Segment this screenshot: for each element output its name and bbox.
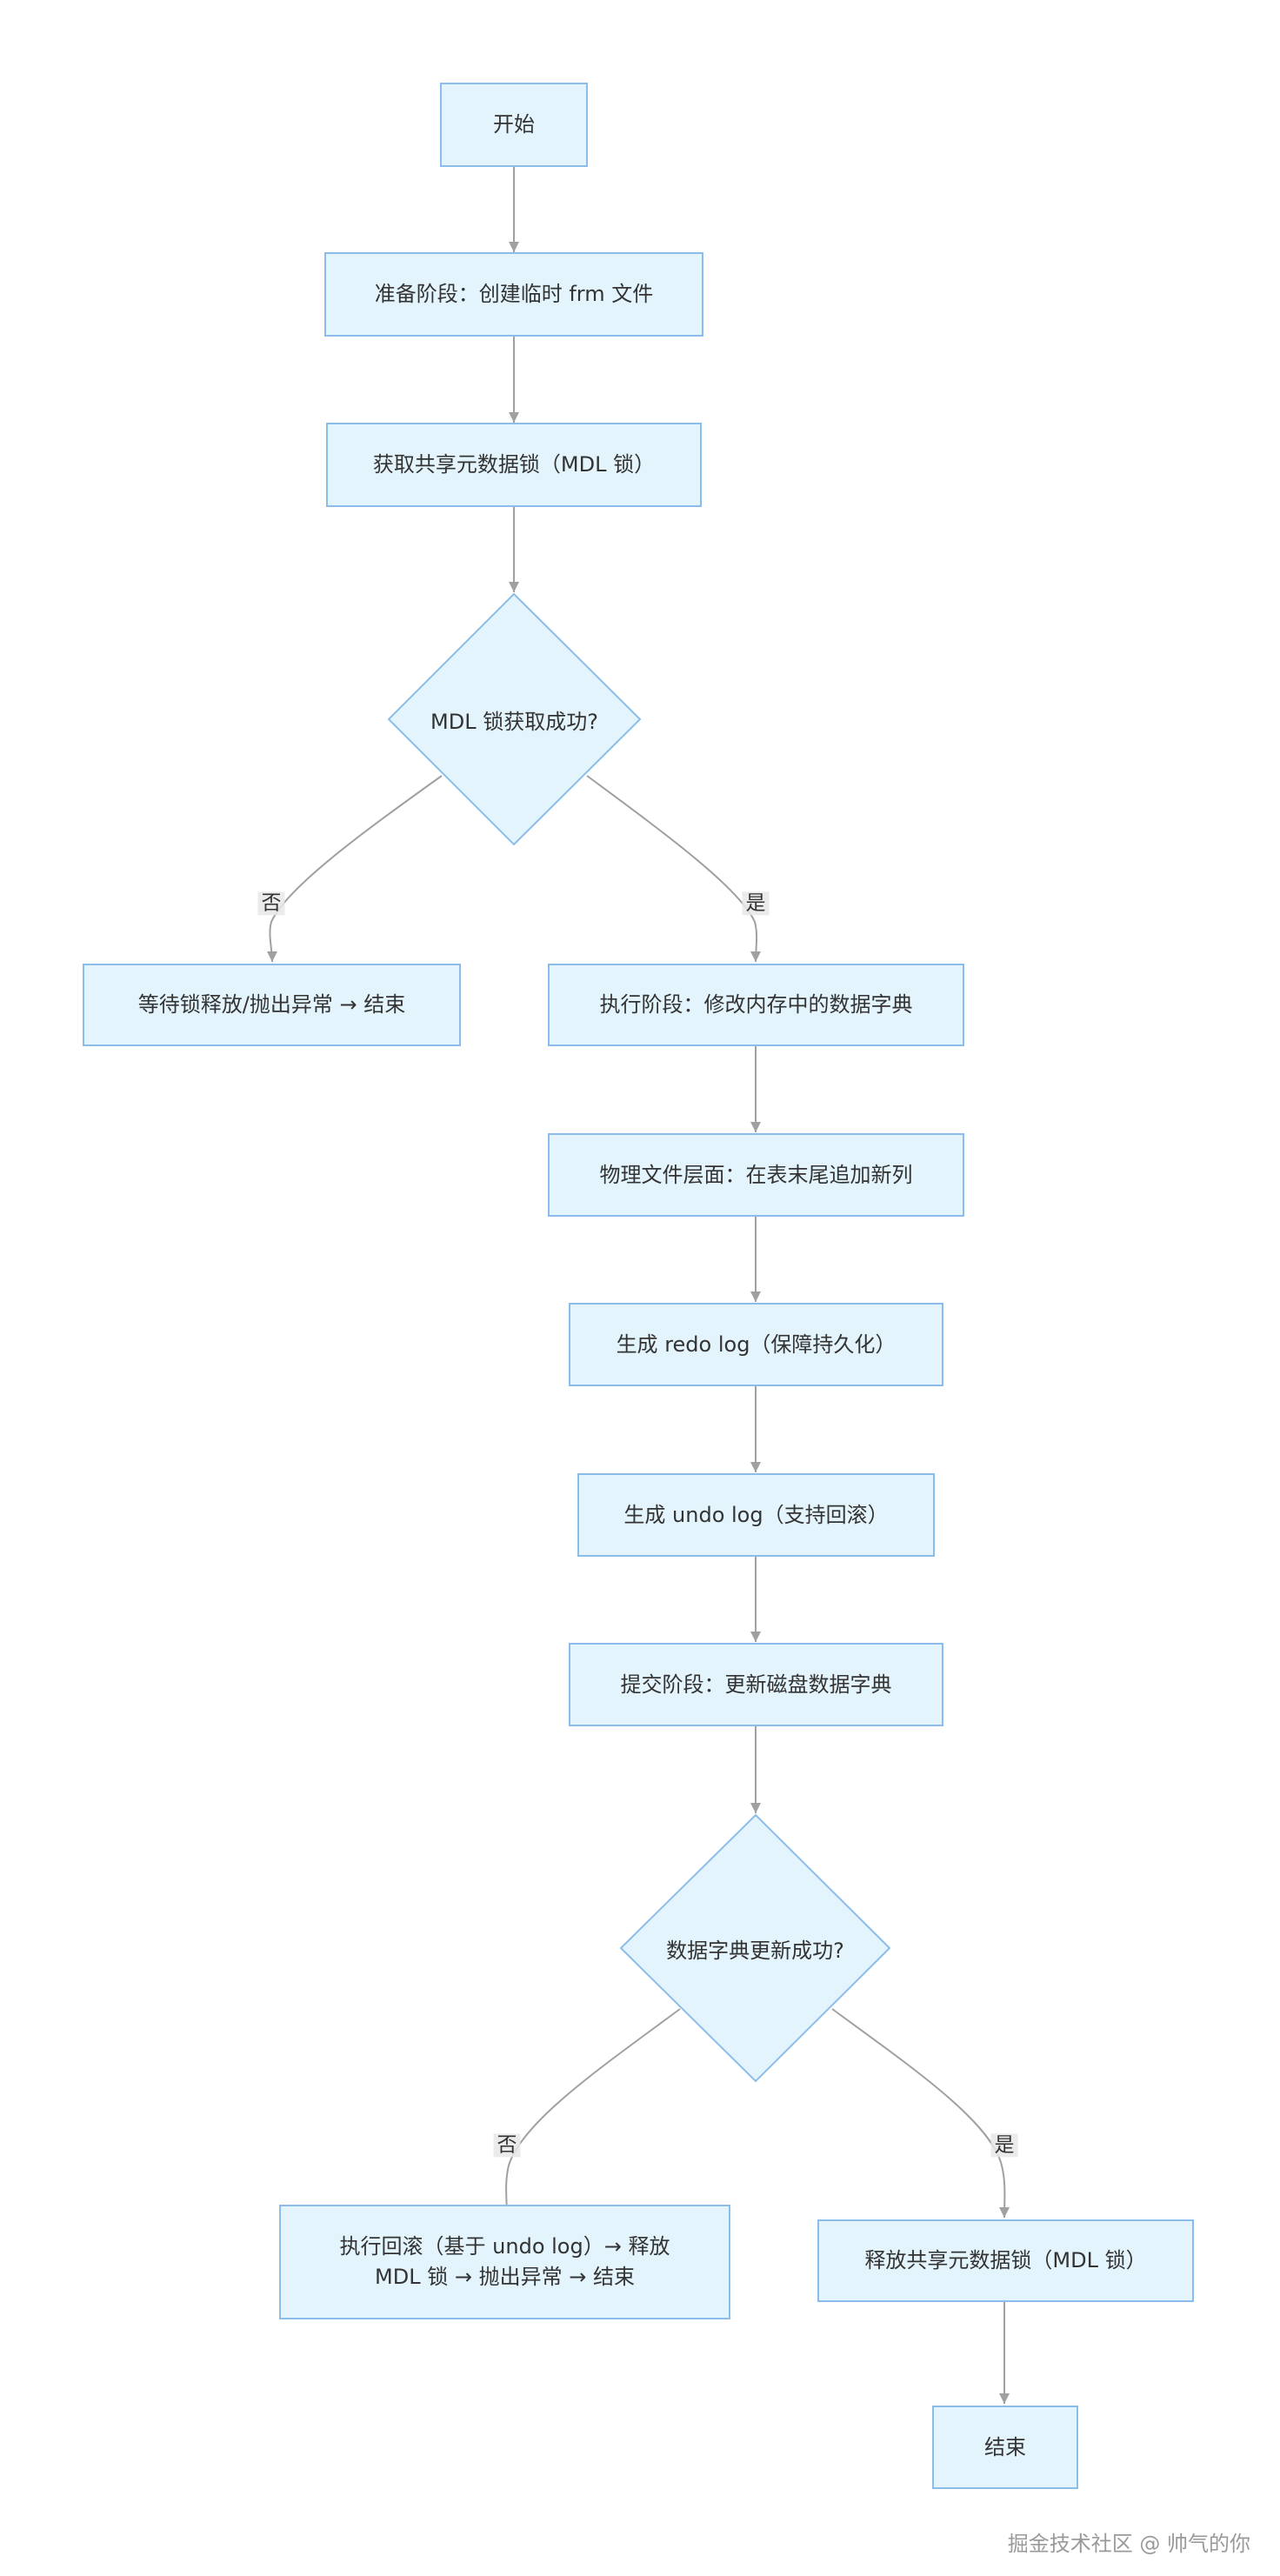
commit-node: 提交阶段：更新磁盘数据字典 <box>569 1643 943 1726</box>
undo-log-node: 生成 undo log（支持回滚） <box>577 1473 935 1557</box>
start-node: 开始 <box>440 83 588 167</box>
mdl-decision-label: MDL 锁获取成功? <box>430 709 598 734</box>
prepare-node: 准备阶段：创建临时 frm 文件 <box>324 252 703 337</box>
release-mdl-node: 释放共享元数据锁（MDL 锁） <box>817 2219 1194 2302</box>
physical-node: 物理文件层面：在表末尾追加新列 <box>548 1133 964 1217</box>
edge-mdl-no <box>266 775 443 963</box>
acquire-mdl-node: 获取共享元数据锁（MDL 锁） <box>326 423 702 507</box>
watermark: 掘金技术社区 @ 帅气的你 <box>1007 2532 1250 2556</box>
execute-node: 执行阶段：修改内存中的数据字典 <box>548 964 964 1046</box>
mdl-decision-diamond <box>387 592 642 846</box>
edge-label-mdl-no: 否 <box>257 891 285 916</box>
dict-decision-diamond <box>619 1813 891 2083</box>
edge-label-mdl-yes: 是 <box>742 891 770 916</box>
edge-dict-no <box>501 2008 681 2219</box>
edge-label-dict-no: 否 <box>493 2133 521 2158</box>
edge-label-dict-yes: 是 <box>990 2133 1018 2158</box>
redo-log-node: 生成 redo log（保障持久化） <box>569 1303 943 1386</box>
dict-decision-label: 数据字典更新成功? <box>666 1938 844 1963</box>
rollback-line-1: 执行回滚（基于 undo log）→ 释放 <box>339 2234 670 2259</box>
rollback-node: 执行回滚（基于 undo log）→ 释放 MDL 锁 → 抛出异常 → 结束 <box>279 2205 730 2319</box>
edge-dict-yes <box>831 2008 1010 2219</box>
edge-mdl-yes <box>586 775 762 963</box>
wait-lock-node: 等待锁释放/抛出异常 → 结束 <box>83 964 461 1046</box>
end-node: 结束 <box>932 2406 1078 2489</box>
rollback-line-2: MDL 锁 → 抛出异常 → 结束 <box>375 2265 635 2289</box>
